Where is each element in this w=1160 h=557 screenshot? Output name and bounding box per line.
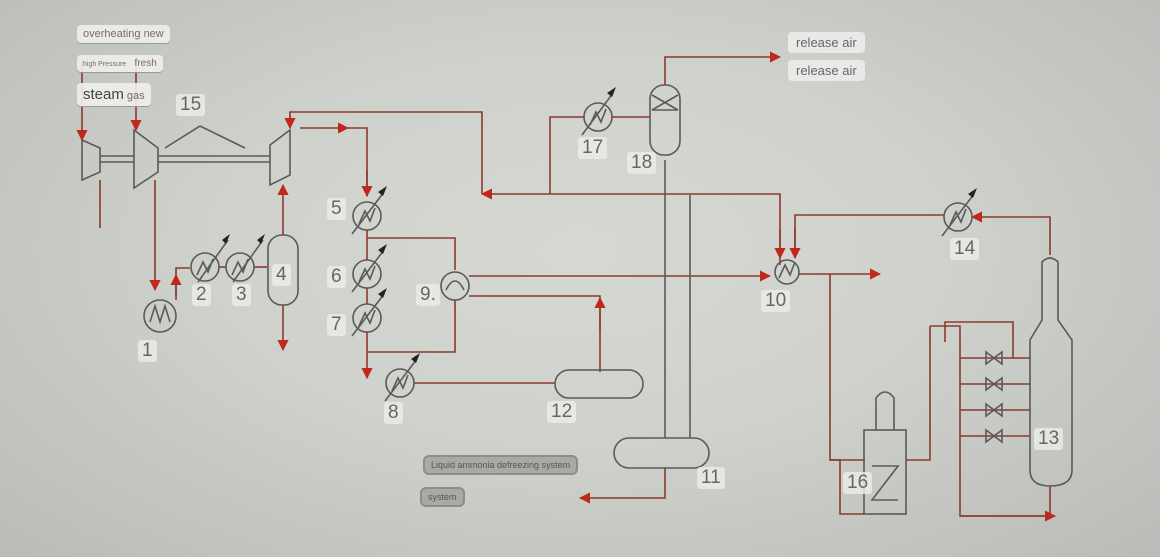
label-3: 3 <box>232 284 251 306</box>
overheating-text: overheating <box>83 28 141 40</box>
label-11: 11 <box>697 467 725 489</box>
inlet-label-steam: steam gas <box>77 83 151 106</box>
high-pressure-text: high Pressure <box>83 61 127 68</box>
drum-11 <box>613 437 710 469</box>
column-13 <box>1029 257 1073 487</box>
release-air-label-1: release air <box>788 32 865 53</box>
label-8: 8 <box>384 402 403 424</box>
vessel-16 <box>863 391 907 515</box>
label-17: 17 <box>578 137 608 159</box>
label-6: 6 <box>327 266 346 288</box>
label-18: 18 <box>627 152 657 174</box>
heat-exchanger-9 <box>440 271 470 301</box>
new-text: new <box>143 28 164 40</box>
label-7: 7 <box>327 314 346 336</box>
steam-turbine-assembly <box>81 125 291 228</box>
heater-3 <box>225 234 265 283</box>
heater-8 <box>384 353 420 402</box>
system-label: system <box>420 487 465 507</box>
liquid-ammonia-system-label: Liquid ammonia defreezing system <box>423 455 579 475</box>
valve-bank <box>944 321 1030 444</box>
heater-2 <box>190 234 230 283</box>
gas-text: gas <box>126 90 145 102</box>
label-16: 16 <box>843 472 873 494</box>
heater-14 <box>941 188 977 237</box>
heater-7 <box>351 288 387 337</box>
pump-1 <box>143 299 177 333</box>
heat-exchanger-10 <box>774 259 800 285</box>
label-4: 4 <box>272 264 291 286</box>
label-5: 5 <box>327 198 346 220</box>
fresh-text: fresh <box>134 58 157 69</box>
label-9: 9. <box>416 284 440 306</box>
vessel-12 <box>554 369 644 399</box>
label-12: 12 <box>547 401 577 423</box>
column-18 <box>649 84 681 156</box>
inlet-label-high-pressure: high Pressure fresh <box>77 55 163 72</box>
steam-text: steam <box>83 86 124 103</box>
label-15: 15 <box>176 94 206 116</box>
label-2: 2 <box>192 284 211 306</box>
label-13: 13 <box>1034 428 1064 450</box>
label-10: 10 <box>761 290 791 312</box>
label-14: 14 <box>950 238 980 260</box>
label-1: 1 <box>138 340 157 362</box>
heater-17 <box>581 87 616 136</box>
heater-5 <box>351 186 387 235</box>
heater-6 <box>351 244 387 293</box>
release-air-label-2: release air <box>788 60 865 81</box>
inlet-label-overheating: overheating new <box>77 25 170 43</box>
